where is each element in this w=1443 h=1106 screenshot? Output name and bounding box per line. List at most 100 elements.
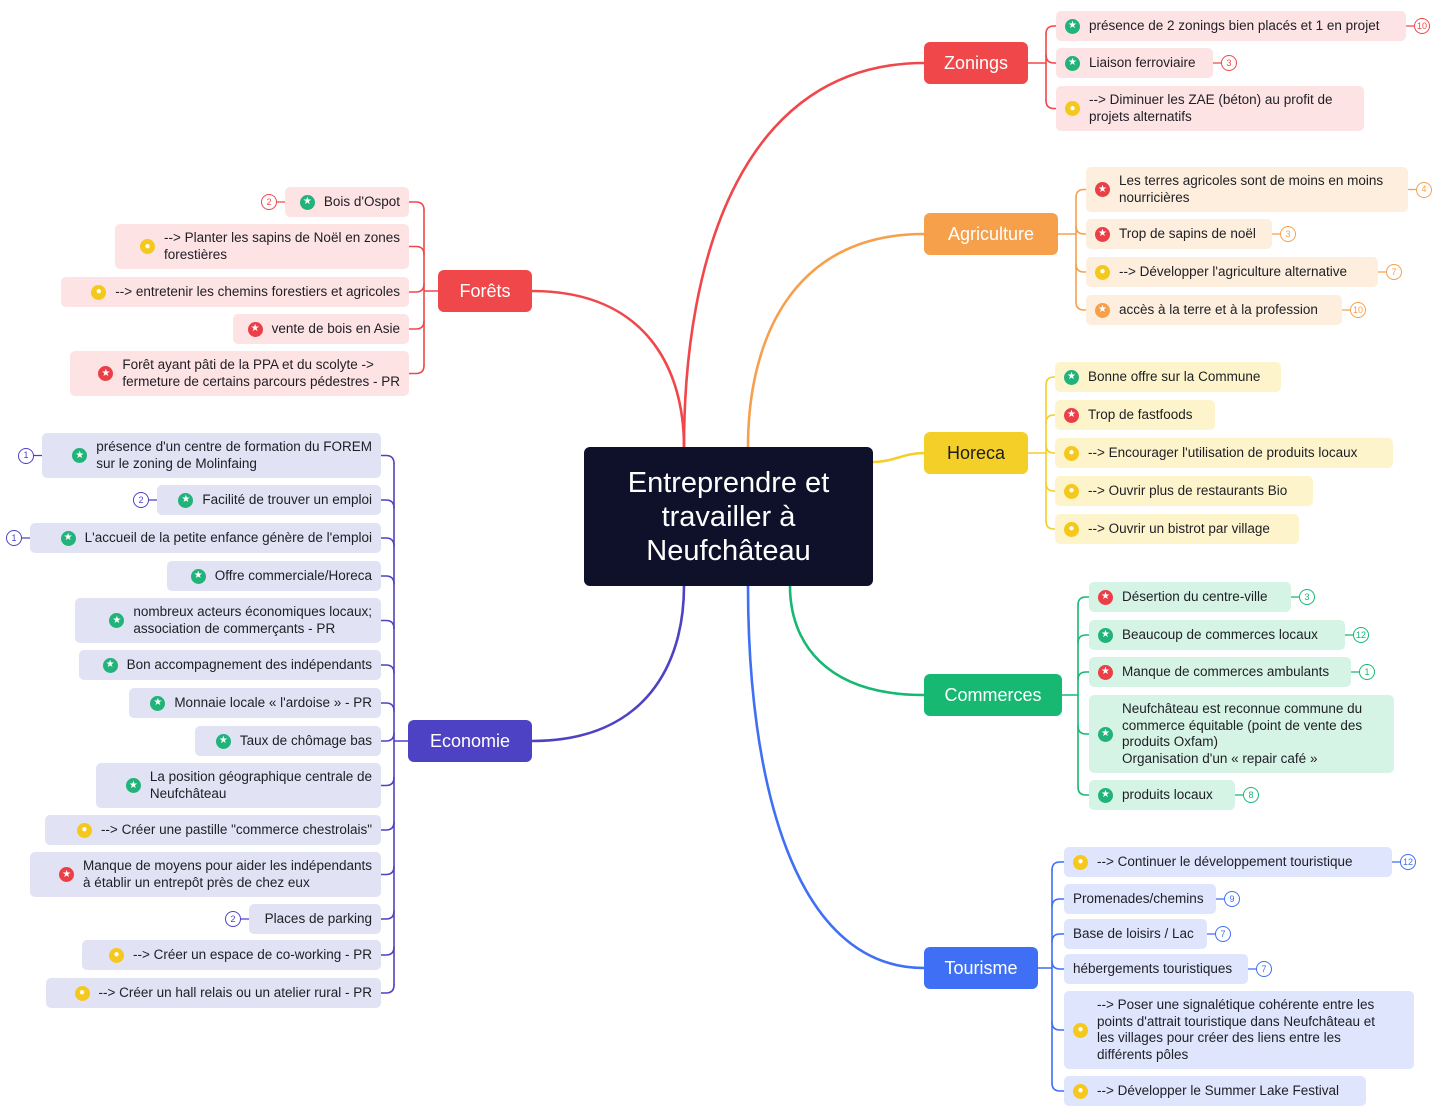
- connector-line: [530, 289, 686, 449]
- node-economie-item[interactable]: ★Taux de chômage bas: [195, 726, 381, 756]
- connector-line: [408, 320, 425, 330]
- node-text: Manque de commerces ambulants: [1122, 663, 1330, 679]
- connector-line: [408, 245, 425, 256]
- node-text: Taux de chômage bas: [239, 732, 372, 748]
- node-horeca-item[interactable]: ●--> Ouvrir plus de restaurants Bio: [1055, 476, 1313, 506]
- node-horeca-item[interactable]: ●--> Ouvrir un bistrot par village: [1055, 514, 1299, 544]
- star-negative-icon: ★: [59, 867, 75, 882]
- topic-tourisme[interactable]: Tourisme: [924, 947, 1038, 989]
- node-agriculture-item[interactable]: ★accès à la terre et à la profession: [1086, 295, 1342, 325]
- connector-line: [1051, 861, 1065, 871]
- node-economie-item[interactable]: ★Facilité de trouver un emploi: [157, 485, 381, 515]
- node-commerces-item[interactable]: ★produits locaux: [1089, 780, 1235, 810]
- node-economie-item[interactable]: ●--> Créer une pastille "commerce chestr…: [45, 815, 381, 845]
- node-tourisme-item[interactable]: Base de loisirs / Lac: [1064, 919, 1207, 949]
- connector-line: [408, 201, 425, 211]
- connector-line: [380, 619, 395, 630]
- topic-zonings[interactable]: Zonings: [924, 42, 1028, 84]
- node-horeca-item[interactable]: ★Bonne offre sur la Commune: [1055, 362, 1281, 392]
- topic-label: Horeca: [946, 442, 1006, 463]
- connector-line: [380, 702, 395, 712]
- count-badge: 3: [1299, 589, 1315, 605]
- count-badge: 1: [6, 530, 22, 546]
- node-economie-item[interactable]: ★nombreux acteurs économiques locaux; as…: [75, 598, 381, 643]
- node-horeca-item[interactable]: ★Trop de fastfoods: [1055, 400, 1215, 430]
- node-agriculture-item[interactable]: ★Trop de sapins de noël: [1086, 219, 1272, 249]
- node-text: --> Ouvrir un bistrot par village: [1088, 520, 1270, 536]
- node-tourisme-item[interactable]: ●--> Développer le Summer Lake Festival: [1064, 1076, 1366, 1106]
- node-economie-item[interactable]: ★Bon accompagnement des indépendants: [79, 650, 381, 680]
- node-tourisme-item[interactable]: Promenades/chemins: [1064, 884, 1216, 914]
- node-forets-item[interactable]: ●--> entretenir les chemins forestiers e…: [61, 277, 409, 307]
- star-positive-icon: ★: [125, 778, 141, 793]
- count-badge: 12: [1400, 854, 1416, 870]
- node-zonings-item[interactable]: ★Liaison ferroviaire: [1056, 48, 1213, 78]
- lightbulb-icon: ●: [1064, 445, 1079, 461]
- node-tourisme-item[interactable]: hébergements touristiques: [1064, 954, 1248, 984]
- node-text: Monnaie locale « l'ardoise » - PR: [174, 694, 372, 710]
- node-commerces-item[interactable]: ★Manque de commerces ambulants: [1089, 657, 1351, 687]
- node-commerces-item[interactable]: ★Beaucoup de commerces locaux: [1089, 620, 1345, 650]
- node-text: La position géographique centrale de Neu…: [149, 769, 372, 801]
- star-negative-icon: ★: [1064, 407, 1079, 423]
- connector-line: [380, 984, 395, 994]
- node-forets-item[interactable]: ●--> Planter les sapins de Noël en zones…: [115, 224, 409, 269]
- node-forets-item[interactable]: ★Bois d'Ospot: [285, 187, 409, 217]
- lightbulb-icon: ●: [1073, 1022, 1088, 1038]
- connector-line: [1075, 188, 1087, 199]
- node-commerces-item[interactable]: ★Neufchâteau est reconnue commune du com…: [1089, 695, 1394, 773]
- connector-line: [408, 364, 425, 375]
- topic-agriculture[interactable]: Agriculture: [924, 213, 1058, 255]
- node-forets-item[interactable]: ★Forêt ayant pâti de la PPA et du scolyt…: [70, 351, 409, 396]
- node-text: Trop de sapins de noël: [1119, 225, 1256, 241]
- connector-line: [380, 776, 395, 787]
- node-economie-item[interactable]: ●--> Créer un espace de co-working - PR: [82, 940, 381, 970]
- node-text: --> entretenir les chemins forestiers et…: [115, 283, 400, 299]
- connector-line: [380, 575, 395, 585]
- star-positive-icon: ★: [150, 695, 166, 711]
- count-badge: 12: [1353, 627, 1369, 643]
- count-badge: 2: [261, 194, 277, 210]
- node-economie-item[interactable]: ★présence d'un centre de formation du FO…: [42, 433, 381, 478]
- node-economie-item[interactable]: ★ La position géographique centrale de Ne…: [96, 763, 381, 808]
- node-horeca-item[interactable]: ●--> Encourager l'utilisation de produit…: [1055, 438, 1393, 468]
- topic-horeca[interactable]: Horeca: [924, 432, 1028, 474]
- star-positive-icon: ★: [1098, 627, 1113, 643]
- topic-economie[interactable]: Economie: [408, 720, 532, 762]
- node-economie-item[interactable]: ★ Monnaie locale « l'ardoise » - PR: [129, 688, 381, 718]
- topic-commerces[interactable]: Commerces: [924, 674, 1062, 716]
- connector-line: [788, 584, 926, 697]
- count-badge: 7: [1386, 264, 1402, 280]
- node-economie-item[interactable]: ★L'accueil de la petite enfance génère d…: [30, 523, 381, 553]
- central-topic[interactable]: Entreprendre et travailler à Neufchâteau: [584, 447, 873, 586]
- node-tourisme-item[interactable]: ●--> Poser une signalétique cohérente en…: [1064, 991, 1414, 1069]
- count-badge: 2: [225, 911, 241, 927]
- node-agriculture-item[interactable]: ●--> Développer l'agriculture alternativ…: [1086, 257, 1378, 287]
- node-commerces-item[interactable]: ★Désertion du centre-ville: [1089, 582, 1291, 612]
- node-agriculture-item[interactable]: ★Les terres agricoles sont de moins en m…: [1086, 167, 1408, 212]
- node-economie-item[interactable]: Places de parking: [249, 904, 381, 934]
- node-forets-item[interactable]: ★vente de bois en Asie: [233, 314, 409, 344]
- connector-line: [380, 499, 395, 509]
- node-text: Forêt ayant pâti de la PPA et du scolyte…: [122, 357, 400, 389]
- connector-line: [1045, 482, 1056, 492]
- node-text: Places de parking: [264, 910, 372, 926]
- connector-line: [1045, 520, 1056, 530]
- count-badge: 3: [1280, 226, 1296, 242]
- topic-forets[interactable]: Forêts: [438, 270, 532, 312]
- node-economie-item[interactable]: ★Manque de moyens pour aider les indépen…: [30, 852, 381, 897]
- count-badge: 4: [1416, 181, 1432, 198]
- connector-line: [380, 537, 395, 547]
- topic-label: Zonings: [943, 52, 1009, 73]
- node-text: Bonne offre sur la Commune: [1088, 368, 1261, 384]
- star-positive-icon: ★: [102, 657, 118, 673]
- node-text: produits locaux: [1122, 786, 1213, 802]
- node-economie-item[interactable]: ●--> Créer un hall relais ou un atelier …: [46, 978, 381, 1008]
- node-zonings-item[interactable]: ●--> Diminuer les ZAE (béton) au profit …: [1056, 86, 1364, 131]
- node-zonings-item[interactable]: ★présence de 2 zonings bien placés et 1 …: [1056, 11, 1406, 41]
- lightbulb-icon: ●: [76, 822, 92, 838]
- count-badge: 1: [1359, 664, 1375, 680]
- node-economie-item[interactable]: ★Offre commerciale/Horeca: [167, 561, 381, 591]
- node-tourisme-item[interactable]: ●--> Continuer le développement touristi…: [1064, 847, 1392, 877]
